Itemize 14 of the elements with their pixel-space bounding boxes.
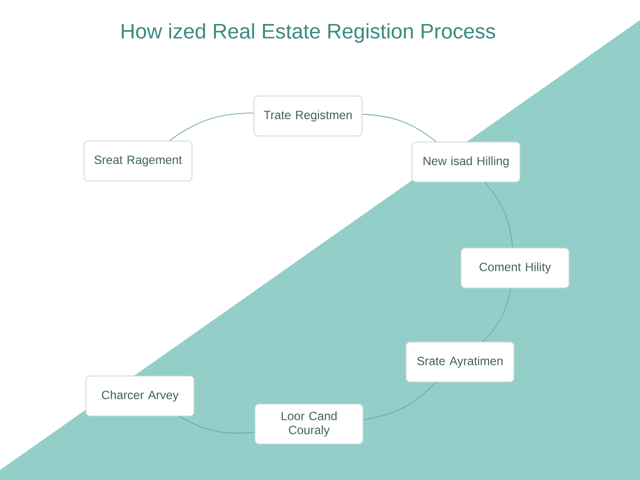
process-box: Charcer Arvey <box>86 376 194 416</box>
process-box: Loor Cand Couraly <box>254 404 364 444</box>
process-box: New isad Hilling <box>412 142 520 182</box>
connector-line <box>178 416 255 434</box>
connector-line <box>482 288 511 342</box>
process-box: Coment Hility <box>460 248 570 288</box>
connector-line <box>363 382 436 420</box>
process-box: Srate Ayratimen <box>406 342 514 382</box>
title: How ized Real Estate Registion Process <box>122 23 496 43</box>
process-box: Sreat Ragement <box>84 140 192 182</box>
connector-line <box>362 114 436 142</box>
connector-line <box>484 182 513 248</box>
connector-line <box>169 112 254 141</box>
process-box: Trate Registmen <box>254 96 362 136</box>
